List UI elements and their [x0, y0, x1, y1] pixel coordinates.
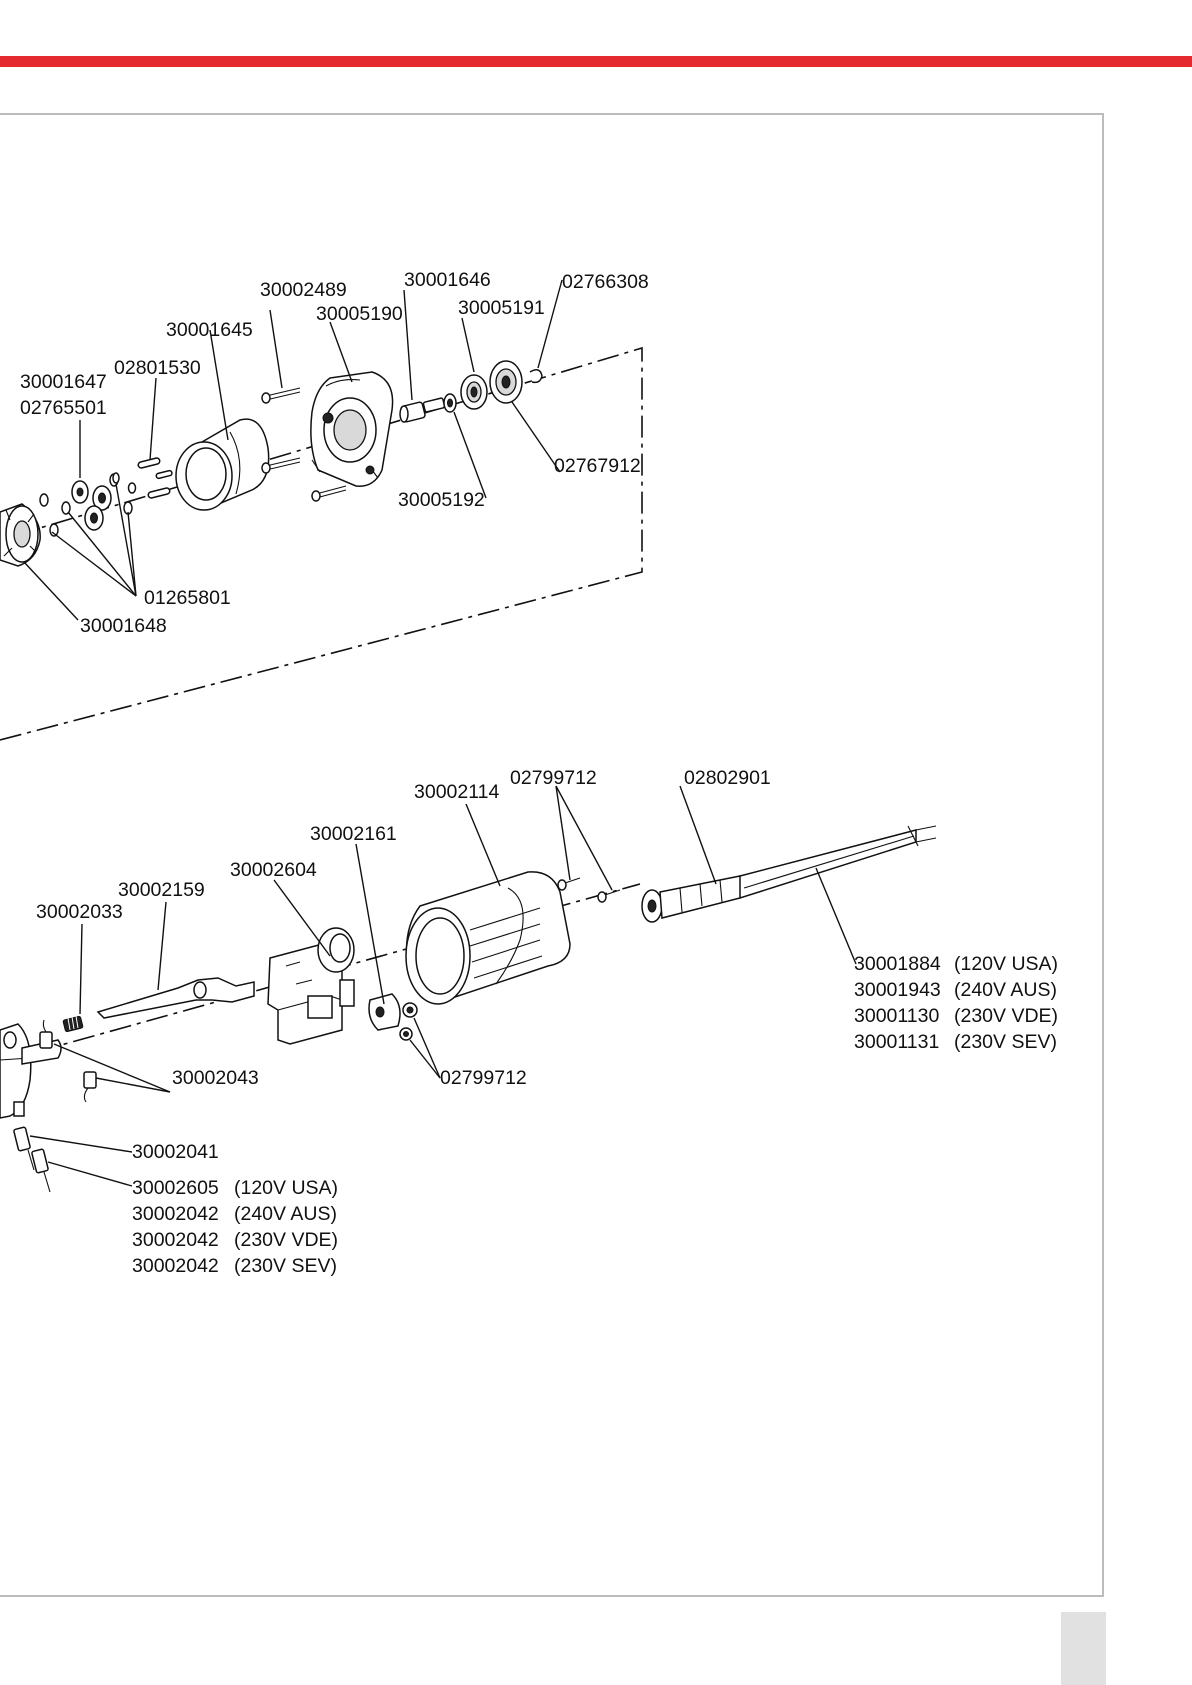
label-30001646: 30001646: [404, 269, 491, 291]
spring-part: [62, 1015, 84, 1033]
label-02799712-bottom: 02799712: [440, 1067, 527, 1089]
switch-variant-note: (230V SEV): [234, 1255, 337, 1277]
label-30002159: 30002159: [118, 879, 205, 901]
cable-variant-note: (230V SEV): [954, 1031, 1057, 1053]
terminal-wire-part: [13, 1126, 51, 1193]
sleeve-part: [175, 418, 270, 511]
label-02766308: 02766308: [562, 271, 649, 293]
small-bearing-part: [71, 480, 112, 531]
label-30002489: 30002489: [260, 279, 347, 301]
pin-part: [137, 457, 173, 499]
holder-screw-part: [399, 1002, 418, 1041]
cable-variant-note: (240V AUS): [954, 979, 1057, 1001]
cable-variant-part: 30001131: [854, 1031, 939, 1053]
label-02802901: 02802901: [684, 767, 771, 789]
label-02765501: 02765501: [20, 397, 107, 419]
label-01265801: 01265801: [144, 587, 231, 609]
carbon-brush-part: [39, 1019, 97, 1103]
ball-bearing-part: [460, 374, 488, 410]
label-30001645: 30001645: [166, 319, 253, 341]
motor-body-part: [0, 1023, 32, 1119]
cable-variant-part: 30001943: [854, 979, 941, 1001]
power-cable-part: [641, 825, 937, 923]
cable-variant-note: (230V VDE): [954, 1005, 1058, 1027]
label-02799712-top: 02799712: [510, 767, 597, 789]
switch-part: [267, 927, 355, 1045]
label-30001647: 30001647: [20, 371, 107, 393]
cable-variant-part: 30001130: [854, 1005, 939, 1027]
switch-holder-part: [368, 993, 401, 1031]
handle-cover-part: [405, 871, 571, 1005]
screw-part: [261, 387, 347, 502]
switch-variant-note: (240V AUS): [234, 1203, 337, 1225]
label-30002043: 30002043: [172, 1067, 259, 1089]
label-30002161: 30002161: [310, 823, 397, 845]
header-accent-band: [0, 56, 1192, 67]
label-30002041: 30002041: [132, 1141, 219, 1163]
switch-variant-note: (120V USA): [234, 1177, 338, 1199]
circlip-part: [529, 369, 543, 384]
trigger-lever-part: [96, 977, 255, 1019]
switch-variant-part: 30002042: [132, 1255, 219, 1277]
cable-variant-part: 30001884: [854, 953, 941, 975]
label-30005191: 30005191: [458, 297, 545, 319]
page-number-tab: [1061, 1612, 1106, 1685]
cable-variant-list: 30001884 (120V USA) 30001943 (240V AUS) …: [854, 953, 1058, 1053]
switch-variant-part: 30002605: [132, 1177, 219, 1199]
gear-hub-part: [0, 503, 41, 567]
label-30002114: 30002114: [414, 781, 499, 803]
switch-variant-list: 30002605 (120V USA) 30002042 (240V AUS) …: [132, 1177, 338, 1277]
cable-variant-note: (120V USA): [954, 953, 1058, 975]
switch-variant-note: (230V VDE): [234, 1229, 338, 1251]
lower-assembly: 02799712 02802901 30002114 30002161 3000…: [0, 767, 1058, 1277]
label-02801530: 02801530: [114, 357, 201, 379]
label-30001648: 30001648: [80, 615, 167, 637]
bearing-housing-part: [310, 371, 394, 487]
cover-screw-part: [557, 877, 621, 903]
diagram-frame: [0, 113, 1104, 1597]
switch-variant-part: 30002042: [132, 1203, 219, 1225]
upper-assembly: 30002489 30001646 02766308 30005190 3000…: [0, 269, 649, 741]
lower-part-labels: 02799712 02802901 30002114 30002161 3000…: [36, 767, 1058, 1277]
large-bearing-part: [489, 360, 523, 404]
shaft-part: [399, 397, 446, 423]
upper-leader-lines: [23, 279, 563, 621]
label-30005190: 30005190: [316, 303, 403, 325]
lower-leader-lines: [29, 785, 857, 1187]
switch-variant-part: 30002042: [132, 1229, 219, 1251]
label-30005192: 30005192: [398, 489, 485, 511]
label-02767912: 02767912: [554, 455, 641, 477]
upper-part-labels: 30002489 30001646 02766308 30005190 3000…: [20, 269, 649, 637]
label-30002604: 30002604: [230, 859, 317, 881]
label-30002033: 30002033: [36, 901, 123, 923]
